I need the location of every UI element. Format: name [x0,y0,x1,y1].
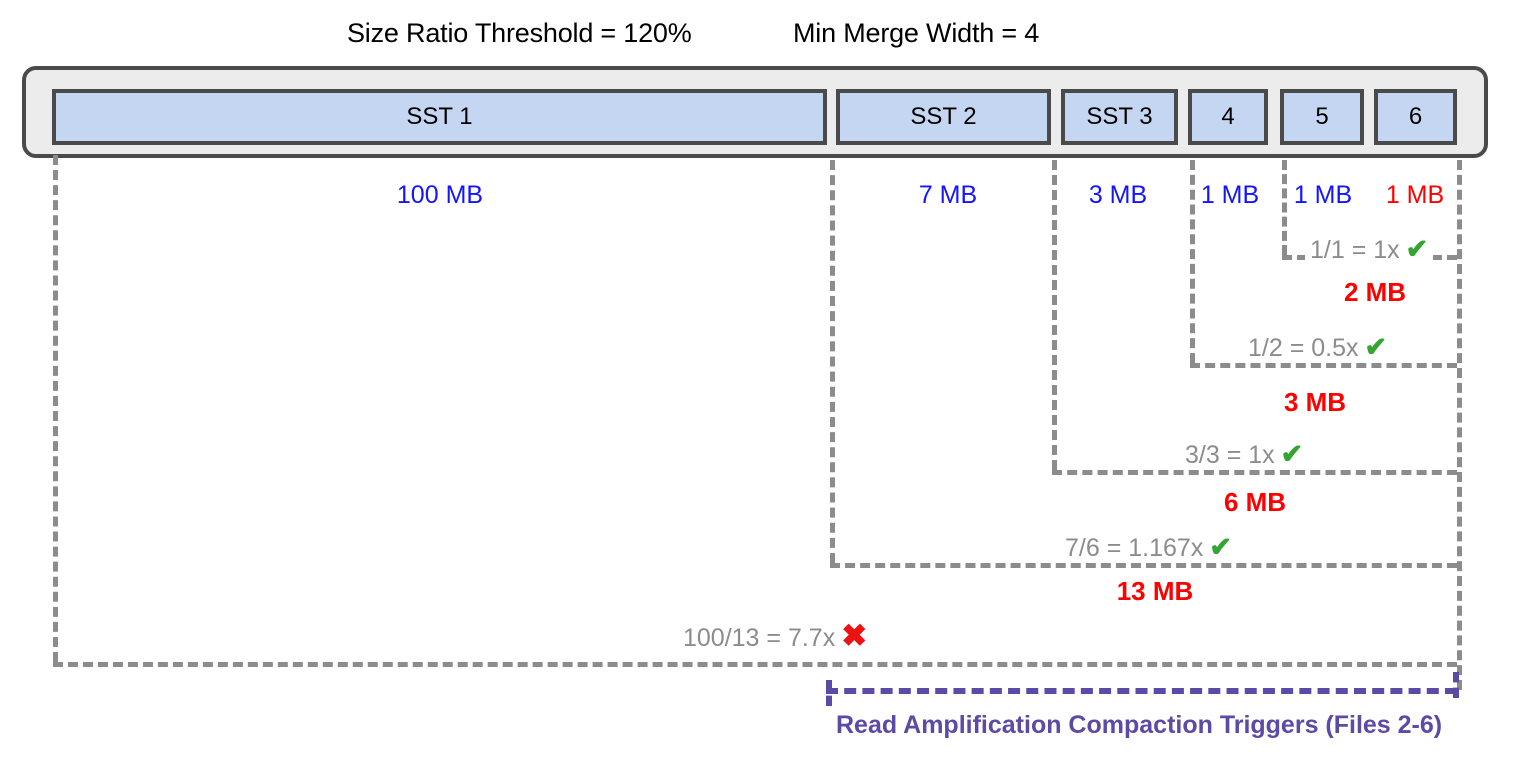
bracket-5-left-vline [53,155,58,662]
sst-size-3: 3 MB [1088,181,1148,209]
check-icon-step-1: ✔ [1405,234,1429,264]
ratio-step-3: 3/3 = 1x✔ [1180,439,1309,470]
merged-size-step-4: 13 MB [1116,576,1194,606]
min-merge-width-label: Min Merge Width = 4 [793,18,1040,48]
check-icon-step-3: ✔ [1280,439,1304,469]
sst-box-5-label: 5 [1315,103,1329,130]
sst-box-6[interactable]: 6 [1374,89,1457,145]
ratio-step-2: 1/2 = 0.5x✔ [1243,332,1393,363]
sst-box-3-label: SST 3 [1086,103,1153,130]
sst-box-2-label: SST 2 [910,103,977,130]
sst-size-1: 100 MB [396,181,484,209]
merged-size-step-1: 2 MB [1343,277,1407,307]
sst-size-2: 7 MB [918,181,978,209]
check-icon-step-2: ✔ [1364,332,1388,362]
ratio-step-3-text: 3/3 = 1x [1185,441,1275,469]
bracket-1-left-vline [1282,160,1287,255]
sst-size-4: 1 MB [1200,181,1260,209]
bracket-5-hline [53,662,1457,667]
merged-size-step-2: 3 MB [1283,387,1347,417]
sst-box-2[interactable]: SST 2 [836,89,1051,145]
sst-box-4[interactable]: 4 [1188,89,1268,145]
bracket-3-hline [1052,470,1457,475]
bracket-4-hline [830,563,1457,568]
ratio-step-4: 7/6 = 1.167x✔ [1060,532,1237,563]
bracket-2-left-vline [1190,160,1195,363]
size-ratio-threshold-label: Size Ratio Threshold = 120% [347,18,692,48]
ratio-step-5: 100/13 = 7.7x✖ [678,618,873,654]
ratio-step-1: 1/1 = 1x✔ [1305,234,1434,265]
bracket-2-hline [1190,363,1457,368]
read-amp-right-vline [1453,672,1459,698]
check-icon-step-4: ✔ [1209,532,1232,562]
sst-size-5: 1 MB [1293,181,1353,209]
sst-box-5[interactable]: 5 [1280,89,1364,145]
read-amp-label: Read Amplification Compaction Triggers (… [836,711,1443,739]
ratio-step-5-text: 100/13 = 7.7x [683,624,836,652]
sst-box-1-label: SST 1 [406,103,473,130]
sst-box-6-label: 6 [1408,103,1423,130]
sst-box-3[interactable]: SST 3 [1061,89,1178,145]
merged-size-step-3: 6 MB [1223,487,1287,517]
ratio-step-1-text: 1/1 = 1x [1310,236,1400,264]
cross-icon-step-5: ✖ [841,618,868,653]
ratio-step-4-text: 7/6 = 1.167x [1065,534,1204,562]
bracket-right-vline [1457,160,1462,690]
read-amp-hline [826,688,1457,694]
bracket-4-left-vline [830,160,835,563]
ratio-step-2-text: 1/2 = 0.5x [1248,334,1359,362]
sst-size-6: 1 MB [1385,181,1445,209]
sst-box-1[interactable]: SST 1 [52,89,827,145]
sst-box-4-label: 4 [1221,103,1235,130]
bracket-3-left-vline [1052,160,1057,470]
